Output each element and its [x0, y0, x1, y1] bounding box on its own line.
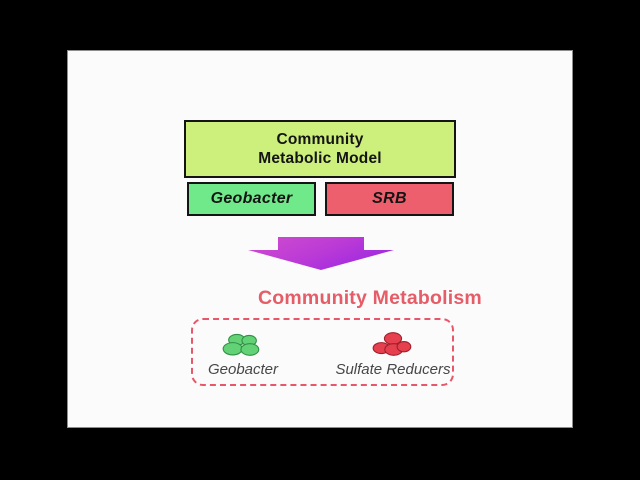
geobacter-model-label: Geobacter	[210, 190, 293, 207]
community-member-geobacter: Geobacter	[199, 331, 287, 378]
geobacter-model-box: Geobacter	[187, 182, 316, 216]
model-box-line1: Community	[276, 131, 364, 148]
srb-model-box: SRB	[325, 182, 454, 216]
model-box-line2: Metabolic Model	[258, 150, 382, 167]
srb-model-label: SRB	[372, 190, 407, 207]
geobacter-member-label: Geobacter	[207, 361, 279, 378]
community-metabolic-model-box: Community Metabolic Model	[184, 120, 456, 178]
down-arrow-icon	[248, 237, 394, 270]
community-metabolism-panel: Geobacter Sulfate Reducers	[191, 318, 454, 386]
community-member-sulfate-reducers: Sulfate Reducers	[335, 331, 451, 378]
srb-cells-icon	[372, 332, 412, 356]
geobacter-cells-icon	[222, 333, 260, 356]
presentation-slide: Community Metabolic Model Geobacter SRB …	[67, 50, 573, 428]
sulfate-reducers-member-label: Sulfate Reducers	[335, 361, 451, 378]
community-metabolism-title: Community Metabolism	[258, 287, 482, 309]
